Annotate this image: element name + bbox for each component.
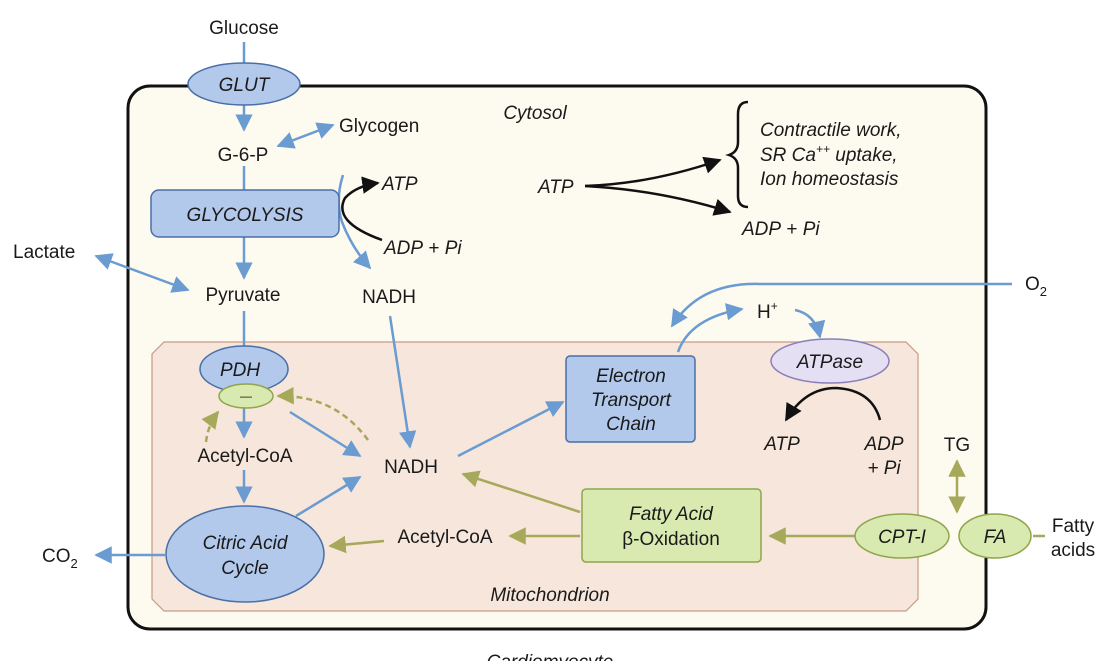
arrow-o2-etc (670, 282, 1012, 328)
glycogen-label: Glycogen (339, 116, 419, 137)
etc-label-2: Transport (591, 390, 672, 411)
fatty-acid-oxidation-box (581, 488, 762, 563)
acetylcoa-mito-label: Acetyl-CoA (197, 446, 292, 467)
arrow-acetylcoa-pdh-feedback (201, 410, 220, 443)
fatty-acids-label-2: acids (1051, 540, 1095, 561)
arrow-hplus-atpase (794, 308, 826, 339)
fa-node (958, 513, 1032, 559)
cardiomyocyte-caption: Cardiomyocyte (487, 652, 614, 661)
arrow-nadh-etc (457, 400, 565, 458)
uses-line-2: SR Ca++ uptake, (760, 142, 898, 166)
fao-label-1: Fatty Acid (629, 504, 714, 525)
g6p-label: G-6-P (218, 145, 269, 166)
arrow-nadh-cyt-mito (388, 315, 417, 449)
arrow-atp-to-uses (584, 156, 722, 188)
arrow-atpase-atp-cycle (784, 386, 882, 422)
atp-use-label: ATP (537, 177, 574, 198)
mito-adp-label: ADP (863, 434, 903, 455)
tg-label: TG (944, 435, 970, 456)
atpase-label: ATPase (796, 352, 863, 373)
citric-label-2: Cycle (221, 558, 269, 579)
pdh-inhibitor (218, 383, 274, 409)
mito-pi-label: + Pi (867, 458, 901, 479)
arrow-nadh-pdh-feedback (276, 386, 370, 441)
glut-transporter (187, 62, 301, 106)
mito-atp-label: ATP (763, 434, 800, 455)
uses-line-1: Contractile work, (760, 120, 902, 141)
fa-label: FA (984, 527, 1007, 548)
h-plus-label: H+ (757, 299, 778, 323)
arrow-pdh-nadh (289, 410, 362, 458)
arrow-lactate-pyruvate (94, 253, 190, 293)
pyruvate-label: Pyruvate (206, 285, 281, 306)
acetylcoa-fa-label: Acetyl-CoA (397, 527, 492, 548)
arrow-atp-to-adp (584, 184, 732, 216)
fatty-acids-label-1: Fatty (1052, 516, 1095, 537)
atpase-enzyme (770, 338, 890, 384)
electron-transport-chain (565, 355, 696, 443)
pdh-inhibitor-sign: — (240, 389, 252, 403)
arrow-g6p-glycogen (276, 122, 335, 149)
nadh-cytosol-label: NADH (362, 287, 416, 308)
mitochondrion-label: Mitochondrion (490, 585, 609, 606)
adp-pi-use-label: ADP + Pi (741, 219, 820, 240)
glucose-label: Glucose (209, 18, 279, 39)
glyc-atp-label: ATP (381, 174, 418, 195)
glycolysis-box (150, 189, 340, 238)
arrow-acetylcoa-citric-mito (328, 535, 385, 554)
arrow-fao-nadh (461, 470, 581, 514)
fao-label-2: β-Oxidation (622, 529, 720, 550)
arrow-glycolysis-atp-cycle (341, 176, 383, 242)
arrow-citric-nadh (295, 475, 362, 518)
cytosol-label: Cytosol (503, 103, 567, 124)
glycolysis-label: GLYCOLYSIS (187, 205, 304, 226)
co2-label: CO2 (42, 546, 78, 571)
arrow-glycolysis-nadh (337, 174, 372, 270)
glut-label: GLUT (219, 75, 271, 96)
uses-line-3: Ion homeostasis (760, 169, 899, 190)
cpt1-label: CPT-I (878, 527, 927, 548)
pdh-label: PDH (220, 360, 260, 381)
etc-label-3: Chain (606, 414, 656, 435)
cpt1-transporter (854, 513, 950, 559)
citric-label-1: Citric Acid (203, 533, 289, 554)
lactate-label: Lactate (13, 242, 75, 263)
etc-label-1: Electron (596, 366, 666, 387)
nadh-mito-label: NADH (384, 457, 438, 478)
arrow-etc-hplus (676, 303, 744, 353)
uses-brace (725, 100, 749, 209)
o2-label: O2 (1025, 274, 1047, 299)
glyc-adp-pi-label: ADP + Pi (383, 238, 462, 259)
citric-acid-cycle (165, 505, 325, 603)
